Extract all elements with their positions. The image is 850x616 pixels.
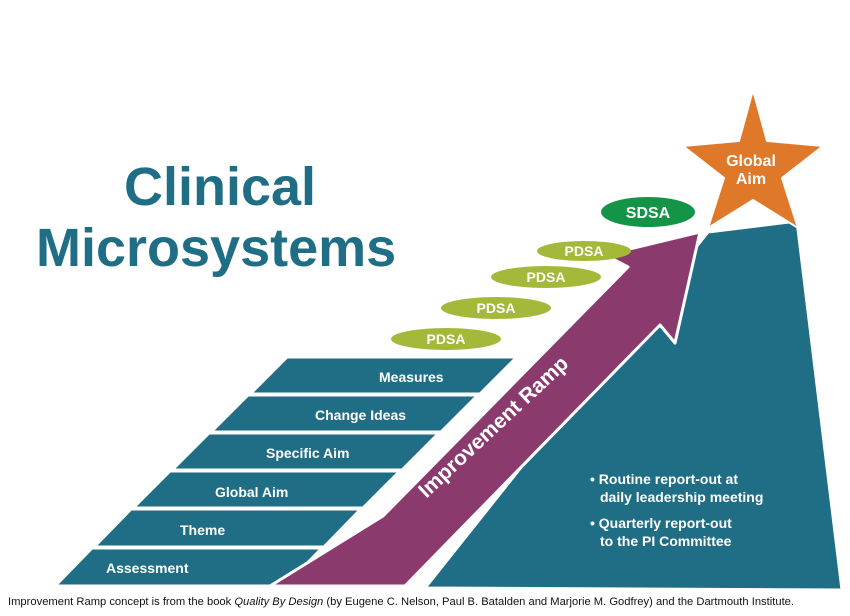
sdsa-label: SDSA bbox=[626, 205, 671, 222]
step-label-specific-aim: Specific Aim bbox=[266, 445, 350, 461]
pdsa-oval-2 bbox=[441, 297, 551, 319]
step-label-measures: Measures bbox=[379, 369, 444, 385]
diagram-canvas: Clinical Microsystems Assessment Theme G… bbox=[36, 86, 842, 590]
bullet-1-line-1: • Routine report-out at bbox=[590, 471, 738, 487]
stair-steps: Assessment Theme Global Aim Specific Aim… bbox=[51, 355, 521, 588]
title-line-2: Microsystems bbox=[36, 218, 396, 278]
pdsa-label-4: PDSA bbox=[565, 243, 604, 259]
bullet-2-line-2: to the PI Committee bbox=[600, 533, 732, 549]
source-caption: Improvement Ramp concept is from the boo… bbox=[8, 596, 848, 608]
title-line-1: Clinical bbox=[124, 157, 316, 217]
step-measures bbox=[246, 355, 521, 396]
caption-prefix: Improvement Ramp concept is from the boo… bbox=[8, 596, 235, 608]
pdsa-oval-1 bbox=[391, 328, 501, 350]
step-label-assessment: Assessment bbox=[106, 560, 189, 576]
bullet-1-line-2: daily leadership meeting bbox=[600, 489, 763, 505]
step-label-global-aim: Global Aim bbox=[215, 484, 288, 500]
caption-book-title: Quality By Design bbox=[234, 596, 324, 608]
cycle-ovals: PDSA PDSA PDSA PDSA SDSA bbox=[391, 197, 695, 350]
step-theme bbox=[90, 507, 365, 549]
star-label-line-2: Aim bbox=[736, 171, 766, 188]
improvement-ramp-arrow bbox=[268, 230, 702, 588]
pdsa-oval-4 bbox=[537, 241, 631, 261]
star-label-line-1: Global bbox=[726, 153, 776, 170]
caption-suffix: (by Eugene C. Nelson, Paul B. Batalden a… bbox=[323, 596, 795, 608]
step-label-change-ideas: Change Ideas bbox=[315, 407, 406, 423]
pdsa-label-2: PDSA bbox=[477, 300, 516, 316]
pdsa-oval-3 bbox=[491, 266, 601, 288]
pdsa-label-3: PDSA bbox=[527, 269, 566, 285]
step-label-theme: Theme bbox=[180, 522, 225, 538]
sdsa-oval bbox=[601, 197, 695, 227]
global-aim-star bbox=[680, 86, 826, 231]
report-out-bullets: • Routine report-out at daily leadership… bbox=[590, 471, 763, 549]
pdsa-label-1: PDSA bbox=[427, 331, 466, 347]
bullet-2-line-1: • Quarterly report-out bbox=[590, 515, 732, 531]
